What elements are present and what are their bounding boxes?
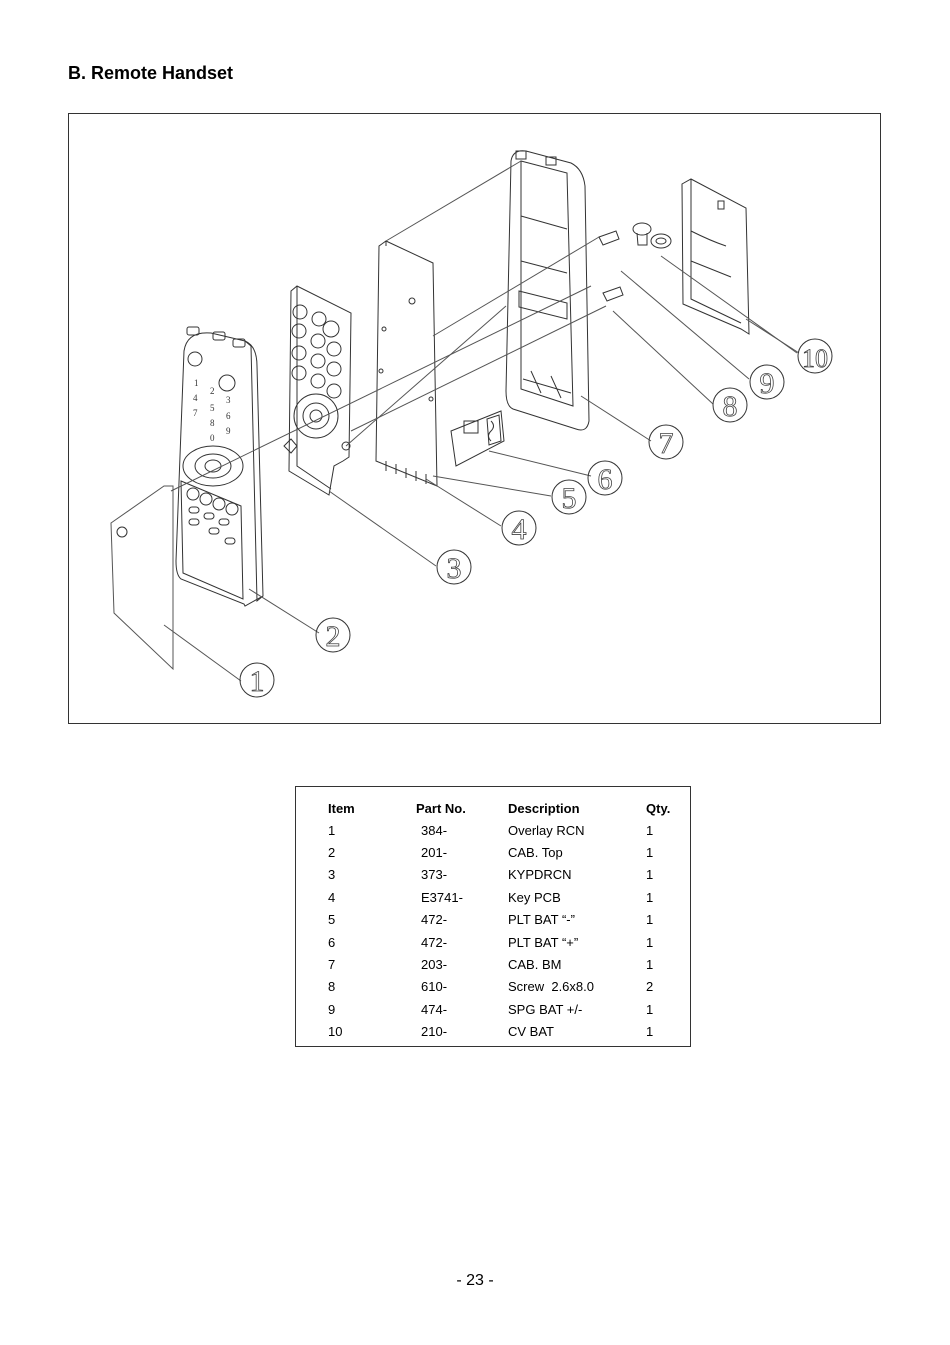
parts-table: Item Part No. Description Qty. 1 384- Over… <box>324 797 686 1043</box>
keypad-digit: 8 <box>210 418 215 428</box>
callout-number: 10 <box>802 344 828 373</box>
keypad-digit: 7 <box>193 408 198 418</box>
cell-part-no: 210- <box>421 1024 448 1040</box>
cell-description: CAB. Top <box>508 845 563 861</box>
table-row: 6 472- PLT BAT “+” 1 <box>324 931 686 953</box>
cell-description: CAB. BM <box>508 957 562 973</box>
header-item: Item <box>328 800 355 816</box>
exploded-diagram: 1 2 3 4 5 6 7 8 9 0 <box>68 113 881 724</box>
page-number: - 23 - <box>456 1272 494 1289</box>
callout-number: 1 <box>250 665 265 698</box>
table-row: 7 203- CAB. BM 1 <box>324 953 686 975</box>
part-battery-plates <box>450 410 505 467</box>
keypad-digit: 5 <box>210 403 215 413</box>
cell-part-no: 384- <box>421 822 448 838</box>
part-key-pcb <box>375 240 438 487</box>
cell-qty: 1 <box>646 889 654 905</box>
keypad-digit: 1 <box>194 378 199 388</box>
cell-description: PLT BAT “-” <box>508 912 575 928</box>
keypad-digit: 0 <box>210 433 215 443</box>
cell-qty: 2 <box>646 979 654 995</box>
cell-description: CV BAT <box>508 1024 554 1040</box>
callout-number: 3 <box>447 552 462 585</box>
callout-number: 9 <box>760 367 775 400</box>
cell-qty: 1 <box>646 867 654 883</box>
cell-qty: 1 <box>646 957 654 973</box>
cell-part-no: 610- <box>421 979 448 995</box>
cell-description: SPG BAT +/- <box>508 1001 583 1017</box>
exploded-view-drawing: 1 2 3 4 5 6 7 8 9 0 <box>110 150 833 698</box>
cell-part-no: 203- <box>421 957 448 973</box>
callout-number: 7 <box>659 427 674 460</box>
cell-part-no: 472- <box>421 912 448 928</box>
cell-part-no: 373- <box>421 867 448 883</box>
cell-item: 7 <box>328 957 336 973</box>
cell-qty: 1 <box>646 1001 654 1017</box>
header-part-no: Part No. <box>416 800 466 816</box>
cell-part-no: 472- <box>421 934 448 950</box>
cell-item: 4 <box>328 889 336 905</box>
cell-item: 5 <box>328 912 336 928</box>
part-overlay <box>110 485 174 671</box>
parts-list-box: Item Part No. Description Qty. 1 384- Over… <box>295 786 691 1047</box>
cell-part-no: 201- <box>421 845 448 861</box>
cell-qty: 1 <box>646 912 654 928</box>
header-qty: Qty. <box>646 800 671 816</box>
callout-number: 2 <box>326 620 341 653</box>
header-description: Description <box>508 800 580 816</box>
cell-description: Overlay RCN <box>508 822 585 838</box>
cell-description: KYPDRCN <box>508 867 572 883</box>
part-battery-cover <box>681 178 750 335</box>
keypad-digit: 3 <box>226 395 231 405</box>
callout-number: 4 <box>512 513 527 546</box>
cell-qty: 1 <box>646 845 654 861</box>
leader-lines <box>163 160 800 682</box>
cell-item: 3 <box>328 867 336 883</box>
cell-part-no: E3741- <box>421 889 463 905</box>
cell-item: 10 <box>328 1024 343 1040</box>
table-row: 4 E3741- Key PCB 1 <box>324 886 686 908</box>
part-keypad <box>283 285 352 496</box>
cell-qty: 1 <box>646 934 654 950</box>
callout-number: 6 <box>598 463 613 496</box>
table-header-row: Item Part No. Description Qty. <box>324 797 686 819</box>
callout-number: 5 <box>562 482 577 515</box>
cell-qty: 1 <box>646 822 654 838</box>
table-row: 9 474- SPG BAT +/- 1 <box>324 998 686 1020</box>
part-cabinet-top: 1 2 3 4 5 6 7 8 9 0 <box>175 326 264 607</box>
table-row: 1 384- Overlay RCN 1 <box>324 819 686 841</box>
table-row: 2 201- CAB. Top 1 <box>324 841 686 863</box>
keypad-digit: 4 <box>193 393 198 403</box>
keypad-digit: 6 <box>226 411 231 421</box>
cell-description: Screw 2.6x8.0 <box>508 979 594 995</box>
callout-markers: 1 2 3 4 5 6 7 8 9 10 <box>239 338 833 698</box>
cell-item: 6 <box>328 934 336 950</box>
table-row: 3 373- KYPDRCN 1 <box>324 864 686 886</box>
cell-description: PLT BAT “+” <box>508 934 579 950</box>
table-row: 8 610- Screw 2.6x8.0 2 <box>324 976 686 998</box>
keypad-digit: 2 <box>210 386 215 396</box>
cell-part-no: 474- <box>421 1001 448 1017</box>
cell-item: 2 <box>328 845 336 861</box>
cell-description: Key PCB <box>508 889 561 905</box>
section-title: B. Remote Handset <box>68 63 234 83</box>
part-cabinet-bottom <box>505 150 590 431</box>
table-row: 5 472- PLT BAT “-” 1 <box>324 909 686 931</box>
cell-item: 8 <box>328 979 336 995</box>
cell-item: 1 <box>328 822 336 838</box>
cell-item: 9 <box>328 1001 336 1017</box>
table-row: 10 210- CV BAT 1 <box>324 1021 686 1043</box>
keypad-digit: 9 <box>226 426 231 436</box>
part-screws-springs <box>598 222 672 302</box>
callout-number: 8 <box>723 390 738 423</box>
cell-qty: 1 <box>646 1024 654 1040</box>
